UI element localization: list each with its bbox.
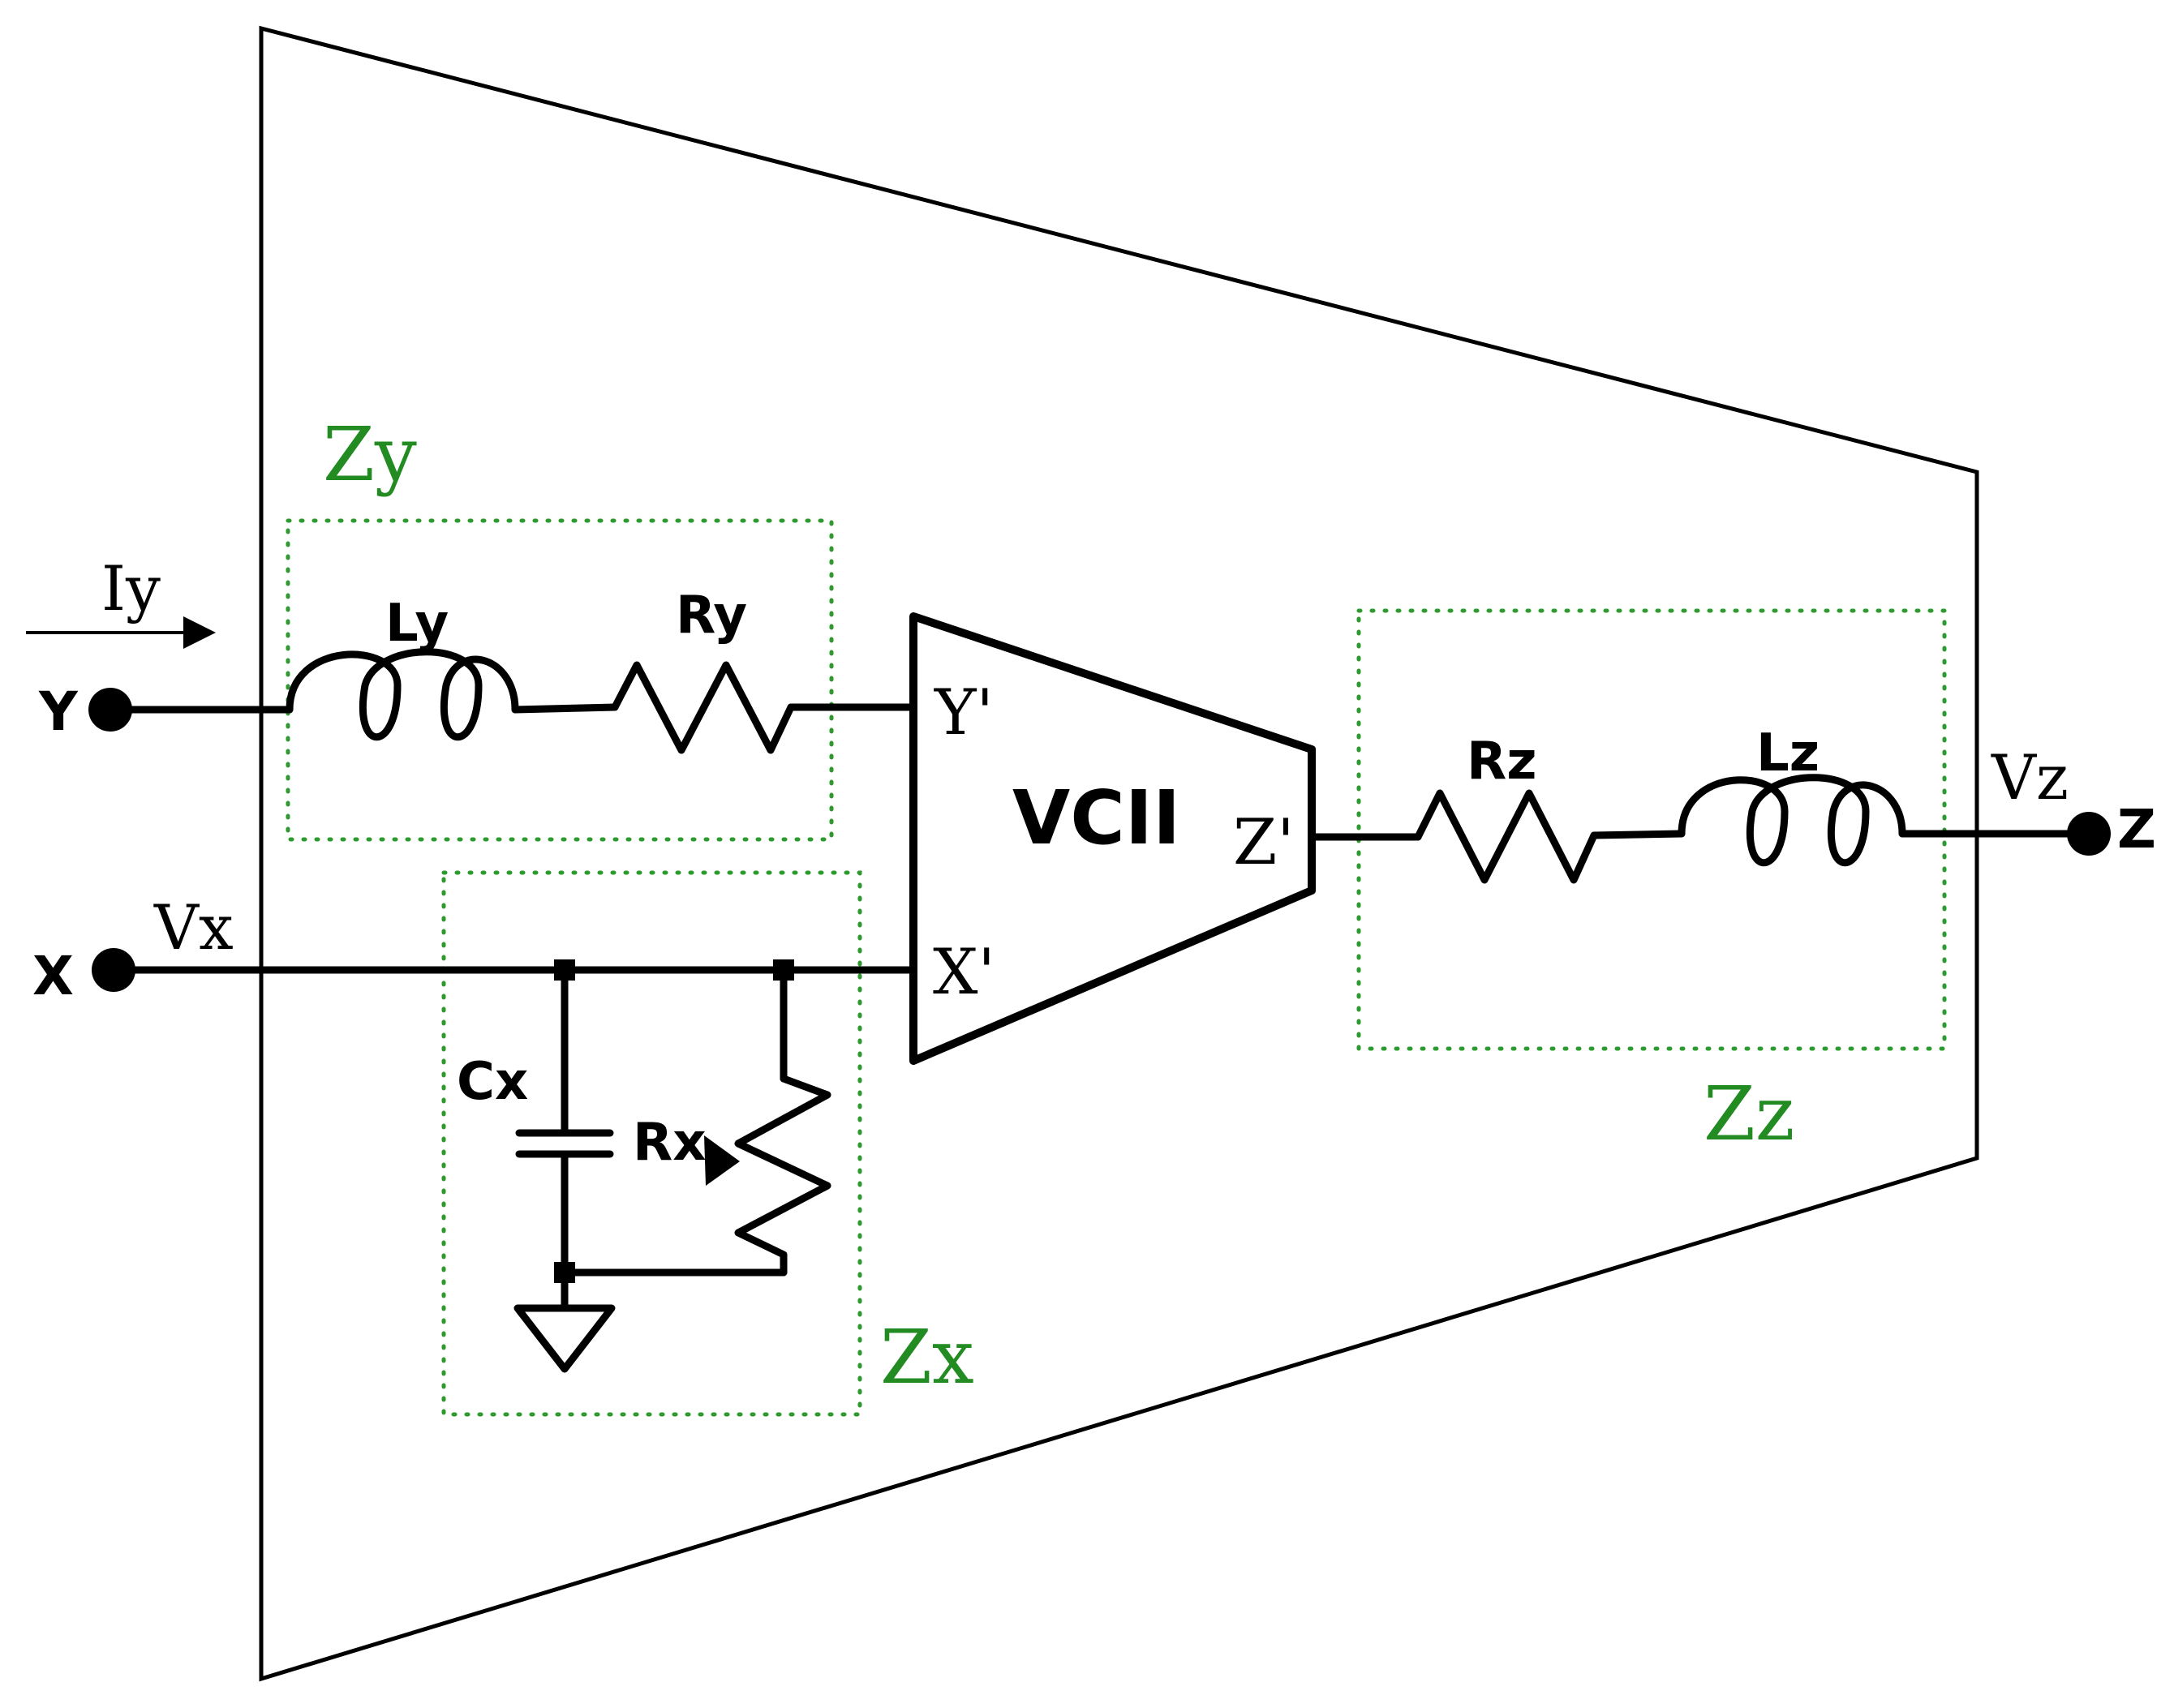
rx-label: Rx xyxy=(633,1113,707,1173)
iy-label: Iy xyxy=(101,552,161,624)
zz-label: Zz xyxy=(1704,1071,1794,1157)
vcii-block xyxy=(909,612,1316,1065)
z-port-label: Z' xyxy=(1233,806,1295,879)
x-branch xyxy=(92,948,917,1373)
vz-label: Vz xyxy=(1991,741,2069,813)
resistor-rx xyxy=(734,1075,831,1277)
z-terminal-dot[interactable] xyxy=(2067,812,2111,856)
inductor-ly xyxy=(286,648,519,741)
zx-box xyxy=(441,870,862,1417)
ly-label: Ly xyxy=(385,594,449,654)
vx-label: Vx xyxy=(153,891,234,963)
rz-label: Rz xyxy=(1467,732,1537,792)
z-branch xyxy=(1308,774,2111,884)
x-port-label: X' xyxy=(933,936,995,1009)
y-port-label: Y' xyxy=(934,676,994,749)
z-terminal-label: Z xyxy=(2117,798,2156,860)
lz-label: Lz xyxy=(1756,723,1820,783)
zy-label: Zy xyxy=(323,411,417,498)
ground-icon xyxy=(513,1304,616,1373)
zz-box xyxy=(1356,608,1947,1051)
zy-box xyxy=(286,518,834,842)
resistor-rz xyxy=(1414,789,1598,884)
ry-label: Ry xyxy=(676,586,747,646)
resistor-ry xyxy=(611,661,795,754)
vcii-label: VCII xyxy=(1012,775,1180,861)
outer-block xyxy=(259,25,1979,1682)
inductor-lz xyxy=(1678,774,1906,867)
y-branch xyxy=(88,648,917,754)
x-terminal-label: X xyxy=(32,945,74,1007)
rx-variable-arrow-icon xyxy=(704,1135,740,1186)
cx-label: Cx xyxy=(457,1052,528,1112)
y-terminal-label: Y xyxy=(38,680,79,743)
zx-label: Zx xyxy=(880,1314,974,1401)
